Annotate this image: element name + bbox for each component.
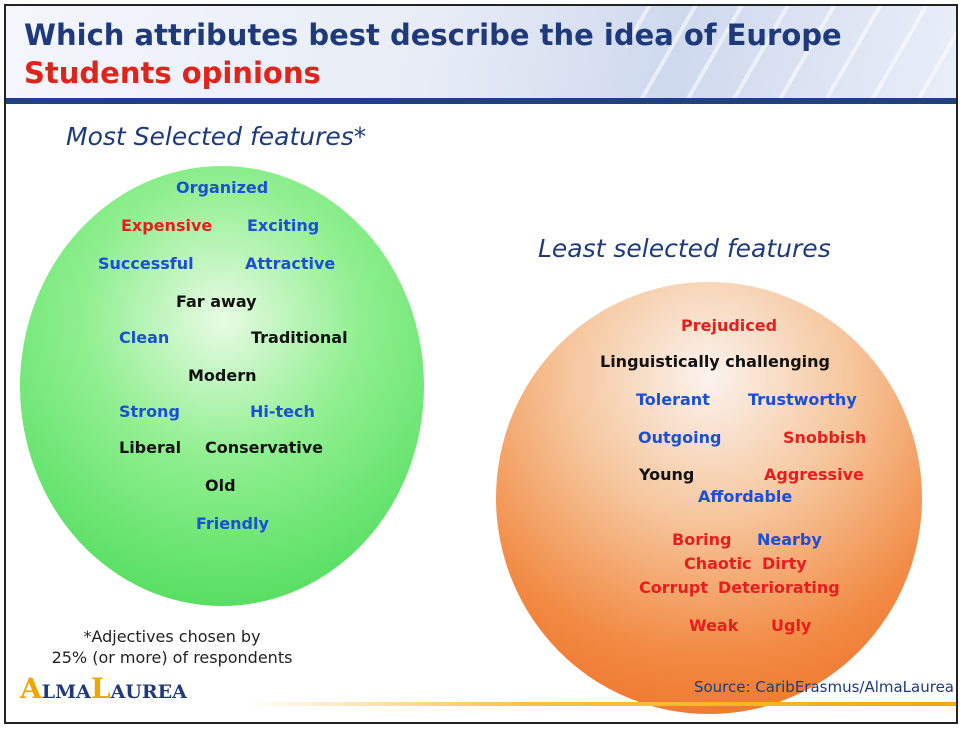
- almalaurea-logo: ALMALAUREA: [20, 672, 187, 705]
- least-word: Outgoing: [638, 428, 722, 447]
- most-word: Expensive: [121, 216, 213, 235]
- most-word: Organized: [176, 178, 269, 197]
- most-word: Successful: [98, 254, 194, 273]
- most-word: Far away: [176, 292, 257, 311]
- least-word: Prejudiced: [681, 316, 778, 335]
- least-word: Young: [639, 465, 695, 484]
- least-word: Snobbish: [783, 428, 867, 447]
- most-selected-heading: Most Selected features*: [66, 122, 367, 151]
- least-word: Tolerant: [636, 390, 710, 409]
- footnote-line: *Adjectives chosen by: [83, 627, 261, 646]
- most-word: Strong: [119, 402, 180, 421]
- slide-title: Which attributes best describe the idea …: [24, 18, 842, 52]
- least-word: Affordable: [698, 487, 793, 506]
- footnote: *Adjectives chosen by 25% (or more) of r…: [22, 626, 322, 668]
- most-word: Attractive: [245, 254, 336, 273]
- source-note: Source: CaribErasmus/AlmaLaurea: [693, 678, 954, 696]
- least-word: Nearby: [757, 530, 822, 549]
- most-word: Clean: [119, 328, 170, 347]
- least-word: Trustworthy: [748, 390, 857, 409]
- least-selected-circle: [496, 282, 922, 714]
- least-word: Corrupt: [639, 578, 709, 597]
- most-word: Liberal: [119, 438, 182, 457]
- most-word: Traditional: [251, 328, 348, 347]
- least-word: Dirty: [762, 554, 807, 573]
- most-selected-circle: [20, 166, 424, 606]
- header-decoration: [626, 6, 956, 98]
- least-word: Chaotic: [684, 554, 752, 573]
- header-divider: [6, 98, 956, 104]
- footnote-line: 25% (or more) of respondents: [51, 648, 293, 667]
- most-word: Conservative: [205, 438, 324, 457]
- least-word: Weak: [689, 616, 739, 635]
- most-word: Friendly: [196, 514, 269, 533]
- least-word: Linguistically challenging: [600, 352, 830, 371]
- most-word: Old: [205, 476, 236, 495]
- slide-subtitle: Students opinions: [24, 56, 321, 90]
- most-word: Modern: [188, 366, 257, 385]
- slide-header: Which attributes best describe the idea …: [6, 6, 956, 98]
- least-selected-heading: Least selected features: [538, 234, 831, 263]
- least-word: Aggressive: [764, 465, 864, 484]
- most-word: Exciting: [247, 216, 320, 235]
- most-word: Hi-tech: [250, 402, 315, 421]
- least-word: Boring: [672, 530, 732, 549]
- least-word: Ugly: [771, 616, 812, 635]
- least-word: Deteriorating: [718, 578, 840, 597]
- footer-rule: [246, 702, 956, 706]
- slide-frame: Which attributes best describe the idea …: [4, 4, 958, 724]
